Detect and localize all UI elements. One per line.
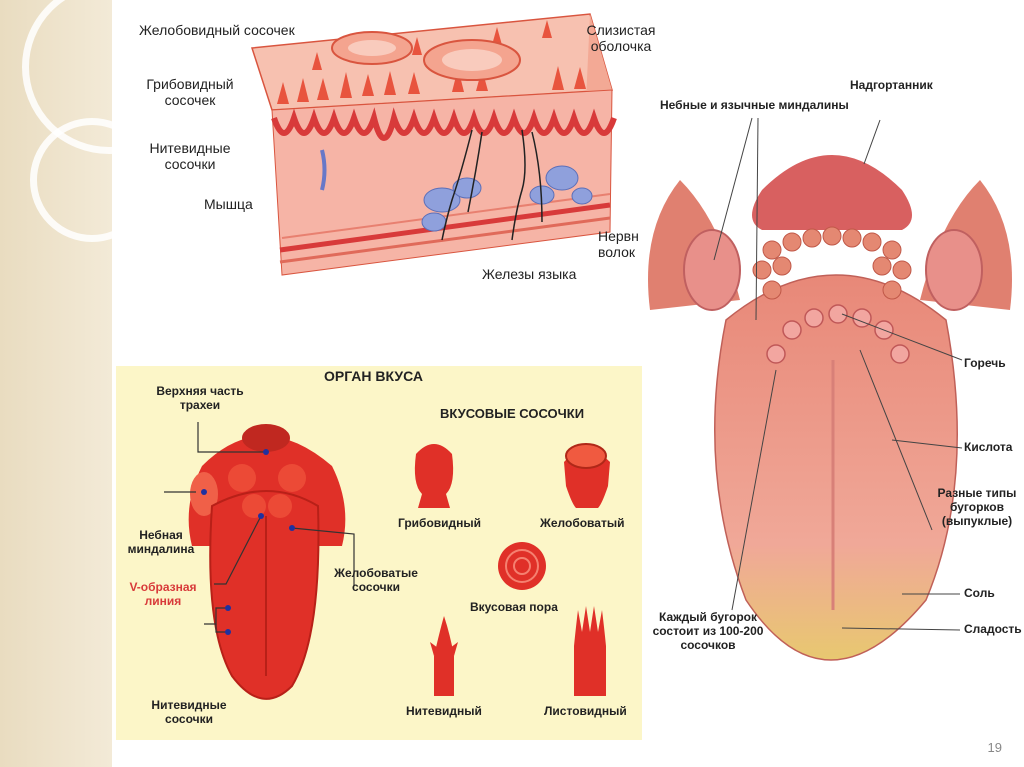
papilla-foliate-label: Листовидный [544,704,627,718]
label-grooved-papilla: Желобовидный сосочек [139,22,295,38]
label-bitter: Горечь [964,356,1006,370]
label-tonsil: Небная миндалина [127,528,195,556]
tongue-map-illustration [648,117,1012,661]
papilla-fungiform-shape [414,444,454,508]
label-filiform-papillae: Нитевидные сосочки [151,698,227,726]
taste-organ-title: ОРГАН ВКУСА [324,368,423,384]
epithelium-line [271,107,617,141]
tonsil-right [925,229,983,311]
label-sweet: Сладость [964,622,1022,636]
decorative-ring [30,118,154,242]
tissue-diagram: Желобовидный сосочек Слизистая оболочка … [112,0,657,300]
tongue-body [209,490,320,700]
tissue-illustration [251,13,617,276]
label-filiform: Нитевидные сосочки [149,140,231,172]
epiglottis [752,155,912,230]
taste-organ-panel: ОРГАН ВКУСА ВКУСОВЫЕ СОСОЧКИ Верхняя час… [116,366,642,740]
label-tonsils: Небные и язычные миндалины [660,98,849,112]
label-sour: Кислота [964,440,1013,454]
vallate-papillae [766,304,910,364]
taste-pore-shape [498,542,546,590]
label-papillae-types: Разные типы бугорков (выпуклые) [937,486,1017,528]
label-trachea: Верхняя часть трахеи [156,384,244,412]
papilla-foliate-shape [574,606,606,696]
label-grooved-papillae: Желобоватые сосочки [334,566,418,594]
papilla-grooved-label: Желобоватый [540,516,625,530]
tonsil-left [683,229,741,311]
nerve-fibers [441,129,543,241]
tongue-shape [714,274,958,661]
papillae-title: ВКУСОВЫЕ СОСОЧКИ [440,406,585,421]
papilla-grooved-shape [564,443,610,508]
papilla-filiform-shape [430,616,458,696]
label-muscle: Мышца [204,196,253,212]
label-nerve-fibers: Нервн волок [598,228,639,260]
papilla-fungiform-label: Грибовидный [398,516,482,530]
label-v-line: V-образная линия [129,580,197,608]
taste-pore-label: Вкусовая пора [470,600,558,614]
label-each-bump: Каждый бугорок состоит из 100-200 сосочк… [652,610,764,652]
label-glands: Железы языка [482,266,577,282]
page-number: 19 [987,740,1002,755]
papilla-filiform-label: Нитевидный [406,704,482,718]
label-salt: Соль [964,586,995,600]
taste-organ-illustration [164,422,610,700]
label-epiglottis: Надгортанник [850,78,933,92]
label-fungiform: Грибовидный сосочек [146,76,234,108]
lingual-tonsil-bumps [752,226,912,300]
tongue-map: Надгортанник Небные и язычные миндалины … [642,70,1024,690]
label-mucosa: Слизистая оболочка [586,22,656,54]
